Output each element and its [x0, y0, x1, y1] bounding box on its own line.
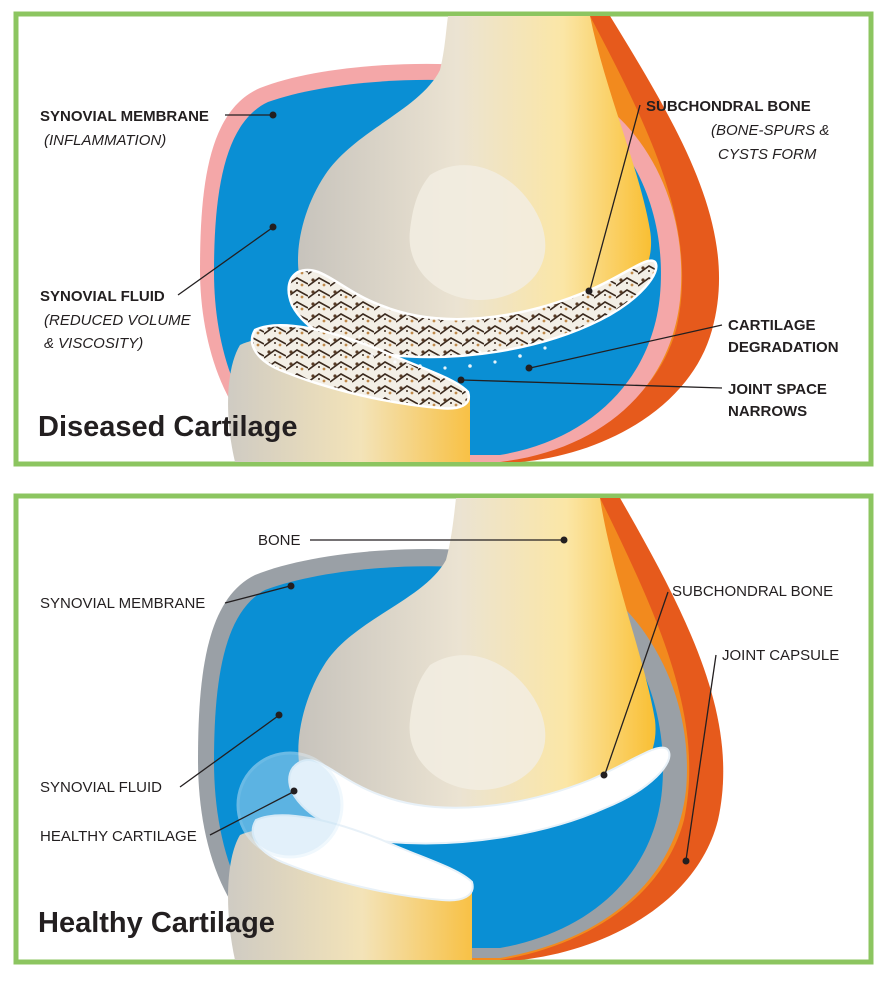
- healthy-panel-title: Healthy Cartilage: [38, 907, 275, 939]
- diseased-synovial-fluid-note-2: & VISCOSITY): [44, 335, 143, 352]
- degraded-cartilage-lower: [250, 324, 470, 410]
- fluid-particles: [328, 328, 547, 370]
- healthy-synovial-membrane-label: SYNOVIAL MEMBRANE: [40, 595, 205, 612]
- cartilage-degradation-label-2: DEGRADATION: [728, 339, 839, 356]
- joint-space-label-2: NARROWS: [728, 403, 807, 420]
- healthy-panel: BONE SYNOVIAL MEMBRANE SUBCHONDRAL BONE …: [13, 493, 874, 965]
- diseased-subchondral-bone-note-1: (BONE-SPURS &: [711, 122, 829, 139]
- healthy-cartilage-label: HEALTHY CARTILAGE: [40, 828, 197, 845]
- diseased-subchondral-bone-note-2: CYSTS FORM: [718, 146, 817, 163]
- diseased-subchondral-bone-label: SUBCHONDRAL BONE: [646, 98, 811, 115]
- cartilage-highlight-circle: [236, 751, 344, 859]
- healthy-cartilage-lower: [251, 814, 474, 902]
- healthy-bone-label: BONE: [258, 532, 301, 549]
- diseased-synovial-membrane-note: (INFLAMMATION): [44, 132, 166, 149]
- healthy-joint-capsule-label: JOINT CAPSULE: [722, 647, 839, 664]
- healthy-synovial-fluid-label: SYNOVIAL FLUID: [40, 779, 162, 796]
- diseased-panel: SYNOVIAL MEMBRANE (INFLAMMATION) SYNOVIA…: [13, 11, 874, 467]
- joint-space-label-1: JOINT SPACE: [728, 381, 827, 398]
- diseased-synovial-membrane-label: SYNOVIAL MEMBRANE: [40, 108, 209, 125]
- cartilage-degradation-label-1: CARTILAGE: [728, 317, 816, 334]
- healthy-subchondral-bone-label: SUBCHONDRAL BONE: [672, 583, 833, 600]
- diseased-synovial-fluid-label: SYNOVIAL FLUID: [40, 288, 165, 305]
- diseased-synovial-fluid-note-1: (REDUCED VOLUME: [44, 312, 192, 329]
- diseased-panel-title: Diseased Cartilage: [38, 411, 298, 443]
